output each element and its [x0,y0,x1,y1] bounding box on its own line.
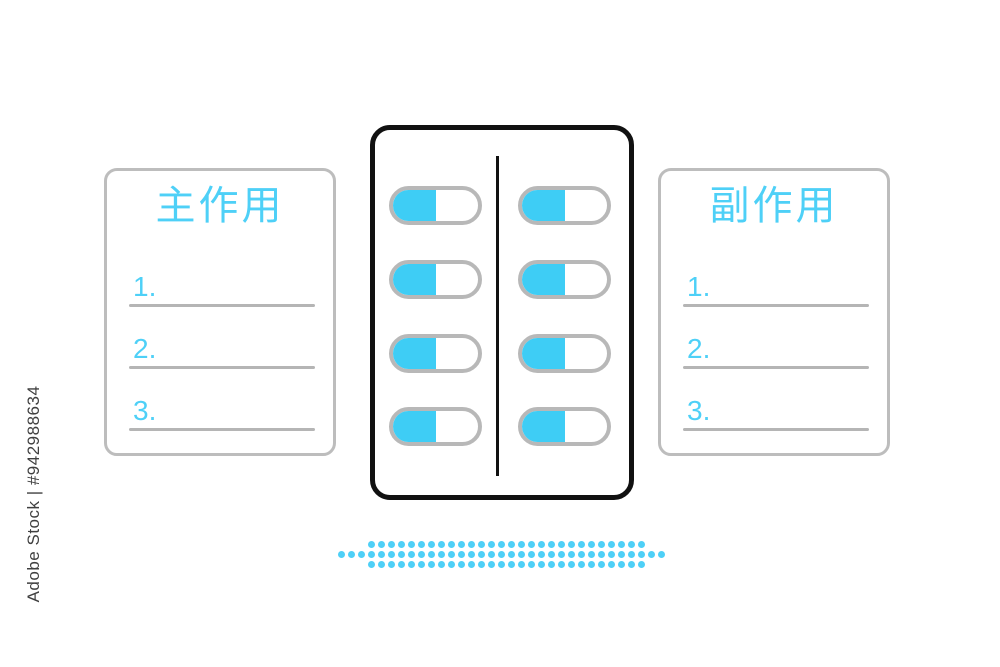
list-item-number: 2. [133,333,157,364]
list-item-number: 2. [687,333,711,364]
capsule-icon[interactable] [518,186,611,225]
write-in-rule[interactable] [129,366,315,369]
capsule-fill [522,411,565,442]
capsule-fill [393,264,436,295]
shadow-dot-row [368,561,648,568]
capsule-fill [522,264,565,295]
main-effect-list: 1. 2. 3. [129,249,315,435]
capsule-icon[interactable] [518,260,611,299]
shadow-dot-row [368,541,648,548]
list-item: 1. [683,249,869,311]
write-in-rule[interactable] [129,304,315,307]
capsule-icon[interactable] [389,334,482,373]
list-item: 2. [683,311,869,373]
list-item-number: 3. [133,395,157,426]
capsule-icon[interactable] [389,186,482,225]
capsule-icon[interactable] [389,407,482,446]
write-in-rule[interactable] [683,304,869,307]
halftone-shadow [330,541,675,569]
main-effect-card: 主作用 1. 2. 3. [104,168,336,456]
capsule-fill [522,338,565,369]
list-item-number: 1. [687,271,711,302]
capsule-icon[interactable] [389,260,482,299]
capsule-fill [393,190,436,221]
capsule-fill [522,190,565,221]
main-effect-title: 主作用 [155,184,285,228]
list-item: 1. [129,249,315,311]
pill-grid [375,130,629,495]
list-item-number: 1. [133,271,157,302]
list-item: 3. [683,373,869,435]
list-item-number: 3. [687,395,711,426]
side-effect-list: 1. 2. 3. [683,249,869,435]
write-in-rule[interactable] [683,428,869,431]
list-item: 2. [129,311,315,373]
capsule-fill [393,411,436,442]
capsule-fill [393,338,436,369]
side-effect-card: 副作用 1. 2. 3. [658,168,890,456]
capsule-icon[interactable] [518,407,611,446]
blister-divider-line [496,156,499,476]
blister-pack [370,125,634,500]
side-effect-title: 副作用 [709,184,839,228]
list-item: 3. [129,373,315,435]
write-in-rule[interactable] [129,428,315,431]
capsule-icon[interactable] [518,334,611,373]
stock-watermark: Adobe Stock | #942988634 [24,385,43,603]
shadow-dot-row [338,551,668,558]
write-in-rule[interactable] [683,366,869,369]
